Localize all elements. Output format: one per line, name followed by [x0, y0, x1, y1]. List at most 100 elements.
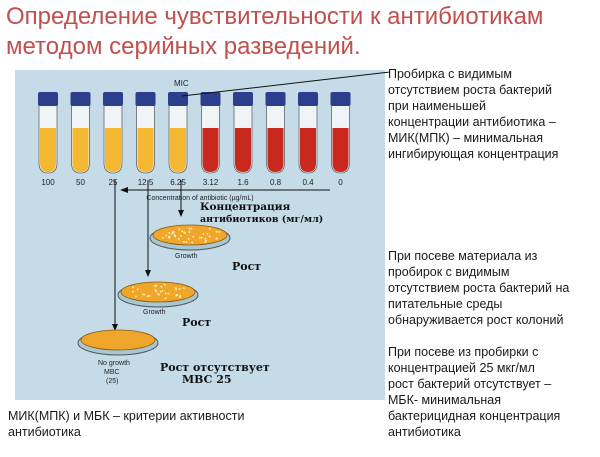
colony — [163, 283, 166, 286]
mic-label: MIC — [174, 79, 189, 88]
arrowhead-1 — [178, 210, 184, 217]
growth-ru-label-2: Рост — [182, 316, 211, 329]
clear-medium — [72, 128, 89, 172]
colony — [148, 294, 151, 297]
turbid-medium — [300, 128, 316, 172]
note-mbc-line: рост бактерий отсутствует – — [388, 377, 552, 391]
colony — [175, 288, 178, 291]
colony — [208, 235, 211, 238]
colony — [177, 237, 180, 240]
colony — [202, 233, 205, 235]
concentration-label: 3.12 — [203, 178, 219, 187]
colony — [164, 292, 167, 295]
tube-row — [38, 92, 351, 174]
test-tube — [103, 92, 123, 174]
colony — [192, 235, 195, 238]
no-growth-ru-label: Рост отсутствует — [160, 361, 270, 374]
tube-cap — [38, 92, 58, 106]
colony — [178, 287, 181, 290]
clear-medium — [105, 128, 121, 172]
tube-cap — [168, 92, 188, 106]
note-mbc: При посеве из пробирки с концентрацией 2… — [388, 344, 598, 440]
colony — [157, 293, 160, 296]
colony — [200, 236, 203, 239]
colony — [179, 234, 182, 237]
colony — [132, 286, 134, 289]
petri-dish-growth-2 — [117, 281, 199, 308]
turbid-medium — [267, 128, 284, 172]
note-criteria-line: МИК(МПК) и МБК – критерии активности — [8, 409, 245, 423]
mbc-ru-label: MBC 25 — [182, 373, 232, 386]
test-tube — [265, 92, 286, 174]
colony — [167, 292, 170, 295]
colony — [179, 295, 182, 297]
colony — [183, 241, 185, 243]
concentration-axis: Concentration of antibiotic (µg/mL) — [120, 187, 330, 202]
colony — [154, 285, 156, 287]
colony — [208, 227, 211, 230]
axis-label: Concentration of antibiotic (µg/mL) — [146, 195, 253, 202]
note-mbc-line: При посеве из пробирки с — [388, 345, 539, 359]
note-growth-line: обнаруживается рост колоний — [388, 313, 564, 327]
mic-arrow — [181, 71, 391, 97]
note-growth-line: питательные среды — [388, 297, 503, 311]
mbc-label: MBC — [104, 369, 120, 376]
mbc-value-label: (25) — [106, 378, 118, 385]
note-mic-line: ингибирующая концентрация — [388, 147, 559, 161]
colony — [172, 231, 175, 233]
growth-label-1: Growth — [175, 253, 198, 260]
colony — [164, 297, 167, 300]
colony — [159, 290, 162, 293]
petri-dish-no-growth — [77, 329, 159, 356]
concentration-label: 100 — [41, 178, 55, 187]
colony — [205, 239, 207, 242]
colony — [199, 236, 201, 239]
note-criteria: МИК(МПК) и МБК – критерии активности ант… — [8, 408, 308, 440]
colony — [131, 290, 134, 293]
turbid-medium — [332, 128, 349, 172]
note-mbc-line: концентрацией 25 мкг/мл — [388, 361, 535, 375]
concentration-label: 6.25 — [170, 178, 186, 187]
no-growth-label: No growth — [98, 360, 130, 367]
colony — [155, 284, 158, 287]
tube-cap — [298, 92, 318, 106]
arrowhead-3 — [112, 324, 118, 331]
colony — [168, 235, 171, 238]
note-criteria-line: антибиотика — [8, 425, 81, 439]
growth-ru-label-1: Рост — [232, 260, 261, 273]
tube-cap — [200, 92, 221, 106]
tube-cap — [70, 92, 91, 106]
colony — [171, 232, 174, 235]
colony — [178, 228, 181, 231]
clear-medium — [170, 128, 186, 172]
colony — [146, 295, 149, 298]
tube-cap — [103, 92, 123, 106]
concentration-label: 25 — [109, 178, 118, 187]
concentration-label: 12.5 — [138, 178, 154, 187]
note-mbc-line: антибиотика — [388, 425, 461, 439]
page-title: Определение чувствительности к антибиоти… — [6, 3, 544, 60]
colony — [218, 231, 221, 233]
concentration-label: 0.8 — [270, 178, 282, 187]
colony — [204, 237, 207, 240]
clear-medium — [40, 128, 56, 172]
colony — [181, 230, 183, 233]
note-mbc-line: бактерицидная концентрация — [388, 409, 561, 423]
colony — [187, 237, 190, 240]
test-tube — [330, 92, 351, 174]
colony — [155, 290, 158, 293]
tube-cap — [330, 92, 351, 106]
test-tube — [70, 92, 91, 174]
colony — [143, 293, 146, 296]
colony — [173, 234, 176, 237]
test-tube — [168, 92, 188, 174]
colony — [216, 237, 218, 240]
concentration-label: 1.6 — [237, 178, 249, 187]
note-mic-line: МИК(МПК) – минимальная — [388, 131, 544, 145]
test-tube — [200, 92, 221, 174]
clear-medium — [137, 128, 154, 172]
note-growth-line: отсутствием роста бактерий на — [388, 281, 570, 295]
turbid-medium — [235, 128, 251, 172]
